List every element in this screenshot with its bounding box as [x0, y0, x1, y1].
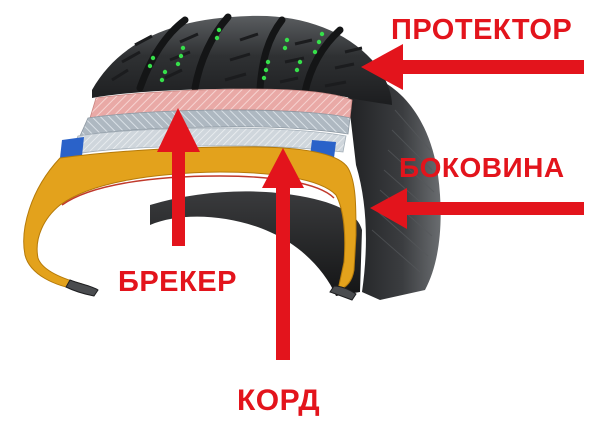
cord-arrow	[262, 148, 304, 360]
breaker-label: БРЕКЕР	[118, 266, 237, 298]
bead-right	[329, 285, 357, 301]
bead-left	[65, 279, 99, 297]
cord-label: КОРД	[237, 384, 321, 417]
sidewall-shape	[345, 70, 441, 300]
tire-cavity	[150, 191, 362, 296]
breaker-edge-left	[60, 137, 84, 158]
tread-sipes	[111, 32, 363, 88]
sidewall-arrow	[370, 188, 584, 229]
tread-wear-dots	[147, 27, 325, 83]
inner-liner-edge	[61, 175, 335, 206]
tread-grooves	[136, 13, 344, 96]
cord-layer-upper	[79, 109, 351, 137]
breaker-arrow	[157, 108, 200, 246]
tread-label: ПРОТЕКТОР	[391, 14, 573, 46]
tread-arrow	[361, 44, 584, 90]
sidewall-label: БОКОВИНА	[399, 152, 565, 183]
